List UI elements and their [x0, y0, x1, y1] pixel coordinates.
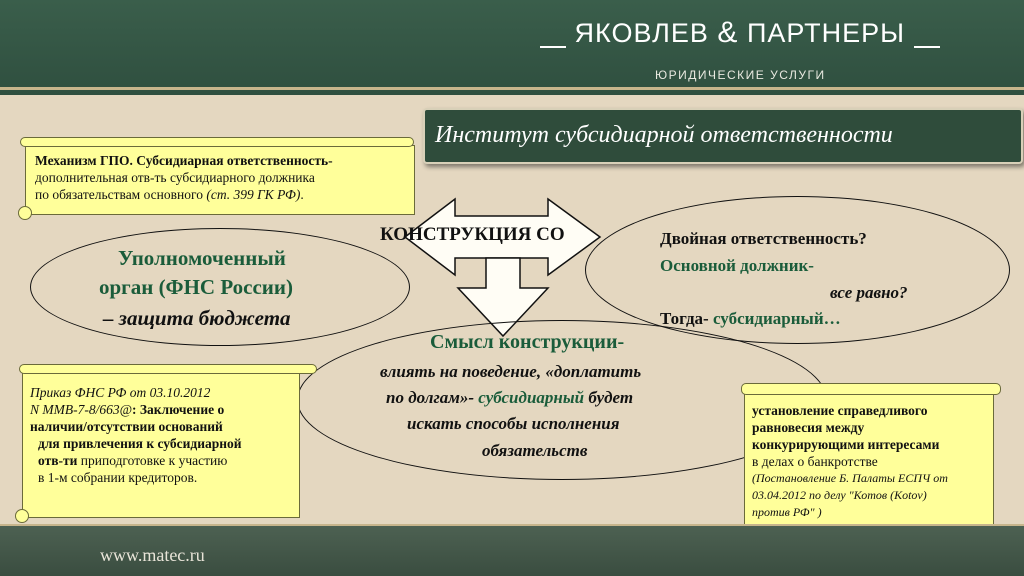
scroll-curl-top: [20, 137, 414, 147]
down-arrow-icon: [456, 257, 550, 338]
double-arrow-icon: [403, 197, 602, 277]
note-fns-order: Приказ ФНС РФ от 03.10.2012 N ММВ-7-8/66…: [15, 364, 317, 523]
note-fns-line6: в 1-м собрании кредиторов.: [38, 470, 198, 485]
note-fns-line3: наличии/отсутствии оснований: [30, 419, 223, 434]
right-ellipse-line2: Основной должник-: [660, 256, 814, 275]
slide-title-box: Институт субсидиарной ответственности: [423, 108, 1023, 164]
brand-name-right: ПАРТНЕРЫ: [746, 18, 906, 48]
brand-logo: ЯКОВЛЕВ & ПАРТНЕРЫ: [540, 16, 970, 56]
note-gpo-line3-end: .: [300, 187, 304, 202]
bottom-ellipse-line3: по долгам»- субсидиарный будет: [386, 388, 633, 408]
note-fns-line5-rest: приподготовке к участию: [77, 453, 228, 468]
bottom-ellipse-l3a: по долгам»-: [386, 388, 475, 407]
brand-tagline: ЮРИДИЧЕСКИЕ УСЛУГИ: [655, 68, 826, 82]
note-fns-order-number: N ММВ-7-8/663@: [30, 402, 133, 417]
scroll-curl-bottom: [15, 509, 29, 523]
note-echr-line1: установление справедливого: [752, 403, 928, 418]
note-echr-text: установление справедливого равновесия ме…: [745, 389, 993, 521]
bottom-ellipse-line1: Смысл конструкции-: [430, 331, 625, 353]
header-divider: [0, 87, 1024, 90]
scroll-curl-top: [19, 364, 317, 374]
header-banner: [0, 0, 1024, 95]
note-echr-line5: (Постановление Б. Палаты ЕСПЧ от: [752, 471, 948, 485]
note-echr-line6: 03.04.2012 по делу "Котов (Kotov): [752, 488, 927, 502]
note-echr-line3: конкурирующими интересами: [752, 437, 940, 452]
footer-banner: [0, 526, 1024, 576]
note-fns-line5-bold: отв-ти: [38, 453, 78, 468]
note-echr-line4: в делах о банкротстве: [752, 454, 878, 469]
right-ellipse-line1: Двойная ответственность?: [660, 229, 867, 248]
note-gpo-line2: дополнительная отв-ть субсидиарного долж…: [35, 170, 315, 185]
scroll-curl-top: [741, 383, 1001, 395]
note-echr-line2: равновесия между: [752, 420, 865, 435]
brand-bar-left: [540, 46, 566, 48]
note-gpo-line1: Механизм ГПО. Субсидиарная ответственнос…: [35, 153, 333, 168]
bottom-ellipse-line2: влиять на поведение, «доплатить: [380, 362, 642, 381]
right-ellipse-line3: все равно?: [830, 283, 908, 302]
website-link[interactable]: www.matec.ru: [100, 545, 205, 565]
construction-label: КОНСТРУКЦИЯ СО: [380, 224, 565, 245]
note-gpo-line3: по обязательствам основного (ст. 399 ГК …: [35, 186, 414, 203]
note-gpo-mechanism: Механизм ГПО. Субсидиарная ответственнос…: [18, 137, 415, 220]
note-echr-ruling: установление справедливого равновесия ме…: [737, 383, 1001, 545]
note-fns-line5: отв-ти приподготовке к участию: [30, 452, 299, 469]
right-ellipse: [585, 196, 1010, 344]
brand-ampersand: &: [717, 16, 739, 49]
brand-name-left: ЯКОВЛЕВ: [574, 18, 709, 48]
note-fns-text: Приказ ФНС РФ от 03.10.2012 N ММВ-7-8/66…: [23, 373, 299, 486]
bottom-ellipse-line4: искать способы исполнения: [407, 414, 620, 433]
slide-title: Институт субсидиарной ответственности: [435, 122, 893, 148]
note-fns-line1: Приказ ФНС РФ от 03.10.2012: [30, 385, 211, 400]
bottom-ellipse-l3c: будет: [584, 388, 634, 407]
note-fns-line4: для привлечения к субсидиарной: [38, 436, 242, 451]
footer-divider: [0, 524, 1024, 527]
note-fns-line2-rest: : Заключение о: [132, 402, 225, 417]
note-echr-line7: против РФ" ): [752, 505, 822, 519]
left-ellipse-line1: Уполномоченный: [118, 246, 286, 270]
note-gpo-line3-plain: по обязательствам основного: [35, 187, 207, 202]
note-gpo-text: Механизм ГПО. Субсидиарная ответственнос…: [26, 146, 414, 203]
brand-bar-right: [913, 46, 940, 48]
right-ellipse-line4: Тогда- субсидиарный…: [660, 309, 841, 329]
bottom-ellipse-line5: обязательств: [482, 441, 588, 460]
bottom-ellipse-l3b: субсидиарный: [474, 388, 585, 407]
right-ellipse-then: Тогда-: [660, 309, 709, 328]
left-ellipse-line3: – защита бюджета: [103, 306, 291, 330]
left-ellipse-line2: орган (ФНС России): [99, 275, 293, 299]
note-gpo-line3-italic: (ст. 399 ГК РФ): [206, 187, 301, 202]
left-ellipse: [30, 228, 410, 346]
scroll-curl-bottom: [18, 206, 32, 220]
note-fns-line2: N ММВ-7-8/663@: Заключение о: [30, 401, 299, 418]
right-ellipse-subsidiary: субсидиарный…: [708, 309, 841, 328]
